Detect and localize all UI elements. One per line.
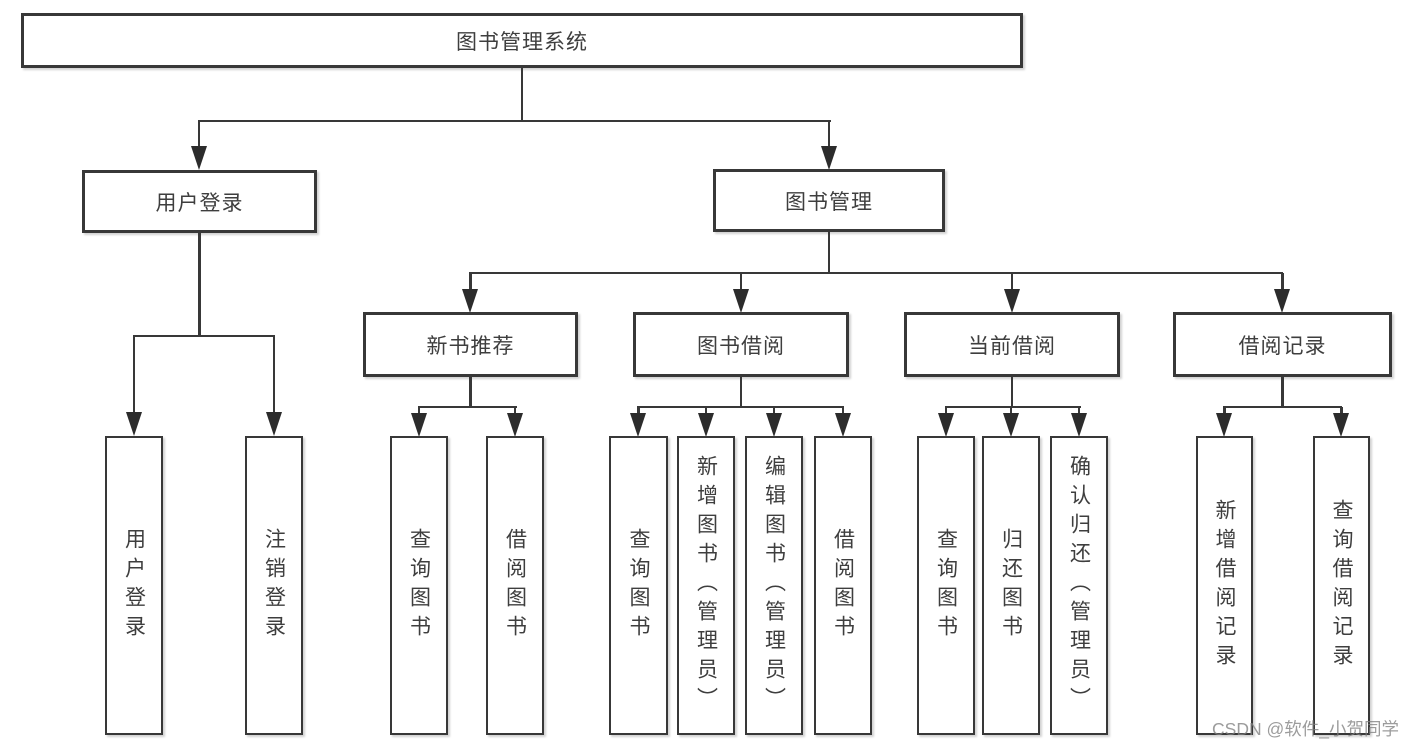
connector-sectionC-split bbox=[944, 405, 1081, 409]
arrow-sectionB-leaf1 bbox=[637, 407, 640, 415]
node-label: 图书管理 bbox=[785, 190, 873, 214]
arrow-to-leaf-user-login bbox=[132, 336, 136, 414]
arrow-sectionD-leaf2 bbox=[1340, 407, 1343, 415]
node-new-book-recommend: 新书推荐 bbox=[363, 312, 578, 377]
node-label: 新书推荐 bbox=[426, 334, 515, 358]
connector-root-stem bbox=[520, 67, 524, 122]
connector-bookmgmt-stem bbox=[827, 232, 831, 273]
arrow-sectionB-leaf4 bbox=[841, 407, 845, 415]
connector-sectionC-stem bbox=[1010, 377, 1014, 407]
leaf-borrow-borrow-books: 借阅图书 bbox=[814, 436, 872, 735]
connector-bookmgmt-split bbox=[469, 271, 1283, 275]
leaf-user-login: 用户登录 bbox=[105, 436, 163, 735]
connector-userlogin-split bbox=[132, 334, 275, 338]
leaf-label: 编辑图书（管理员） bbox=[762, 455, 786, 716]
csdn-watermark: CSDN @软件_小贺同学 bbox=[1212, 719, 1399, 739]
node-book-borrow: 图书借阅 bbox=[633, 312, 849, 377]
arrow-sectionA-leaf1 bbox=[417, 407, 421, 415]
connector-sectionA-split bbox=[417, 405, 517, 409]
arrow-to-leaf-logout bbox=[272, 336, 276, 414]
arrow-sectionC-leaf3 bbox=[1077, 407, 1081, 415]
leaf-records-add-record: 新增借阅记录 bbox=[1196, 436, 1253, 735]
arrow-sectionD-leaf1 bbox=[1223, 407, 1226, 415]
arrow-to-new-book-recommend bbox=[469, 273, 472, 291]
node-borrow-records: 借阅记录 bbox=[1173, 312, 1392, 377]
node-user-login: 用户登录 bbox=[82, 170, 317, 233]
node-current-borrow: 当前借阅 bbox=[904, 312, 1120, 377]
leaf-borrow-add-books-admin: 新增图书（管理员） bbox=[677, 436, 735, 735]
leaf-newbooks-borrow-books: 借阅图书 bbox=[486, 436, 544, 735]
arrow-sectionB-leaf3 bbox=[772, 407, 776, 415]
leaf-label: 查询图书 bbox=[407, 527, 431, 644]
connector-sectionB-split bbox=[637, 405, 845, 409]
arrow-sectionA-leaf2 bbox=[513, 407, 517, 415]
leaf-borrow-query-books: 查询图书 bbox=[609, 436, 668, 735]
leaf-label: 新增图书（管理员） bbox=[694, 455, 718, 716]
connector-sectionB-stem bbox=[739, 377, 743, 407]
leaf-label: 确认归还（管理员） bbox=[1067, 455, 1091, 716]
leaf-label: 注销登录 bbox=[262, 527, 286, 644]
connector-sectionD-stem bbox=[1281, 377, 1284, 407]
arrow-sectionB-leaf2 bbox=[704, 407, 708, 415]
leaf-current-return-books: 归还图书 bbox=[982, 436, 1040, 735]
node-library-management-system: 图书管理系统 bbox=[21, 13, 1023, 68]
node-label: 图书借阅 bbox=[697, 334, 785, 358]
node-label: 图书管理系统 bbox=[456, 30, 588, 54]
arrow-to-user-login bbox=[197, 121, 201, 148]
arrow-to-borrow-records bbox=[1281, 273, 1284, 291]
leaf-current-confirm-return-admin: 确认归还（管理员） bbox=[1050, 436, 1108, 735]
arrow-sectionC-leaf2 bbox=[1009, 407, 1013, 415]
leaf-label: 用户登录 bbox=[122, 527, 146, 644]
arrow-to-book-management bbox=[827, 121, 831, 148]
connector-sectionA-stem bbox=[469, 377, 472, 407]
connector-sectionD-split bbox=[1223, 405, 1343, 409]
leaf-label: 借阅图书 bbox=[831, 527, 855, 644]
node-book-management: 图书管理 bbox=[713, 169, 945, 232]
leaf-current-query-books: 查询图书 bbox=[917, 436, 975, 735]
leaf-label: 查询图书 bbox=[934, 527, 958, 644]
arrow-sectionC-leaf1 bbox=[944, 407, 948, 415]
leaf-label: 借阅图书 bbox=[503, 527, 527, 644]
node-label: 借阅记录 bbox=[1238, 334, 1327, 358]
leaf-label: 查询借阅记录 bbox=[1330, 498, 1353, 673]
leaf-label: 查询图书 bbox=[627, 527, 650, 644]
connector-root-split bbox=[197, 119, 831, 123]
leaf-label: 新增借阅记录 bbox=[1213, 498, 1236, 673]
leaf-logout: 注销登录 bbox=[245, 436, 303, 735]
leaf-records-query-record: 查询借阅记录 bbox=[1313, 436, 1370, 735]
node-label: 当前借阅 bbox=[968, 334, 1056, 358]
node-label: 用户登录 bbox=[155, 191, 244, 215]
leaf-newbooks-query-books: 查询图书 bbox=[390, 436, 448, 735]
leaf-borrow-edit-books-admin: 编辑图书（管理员） bbox=[745, 436, 803, 735]
connector-userlogin-stem bbox=[198, 233, 201, 336]
arrow-to-current-borrow bbox=[1010, 273, 1014, 291]
leaf-label: 归还图书 bbox=[999, 527, 1023, 644]
arrow-to-book-borrow bbox=[739, 273, 743, 291]
